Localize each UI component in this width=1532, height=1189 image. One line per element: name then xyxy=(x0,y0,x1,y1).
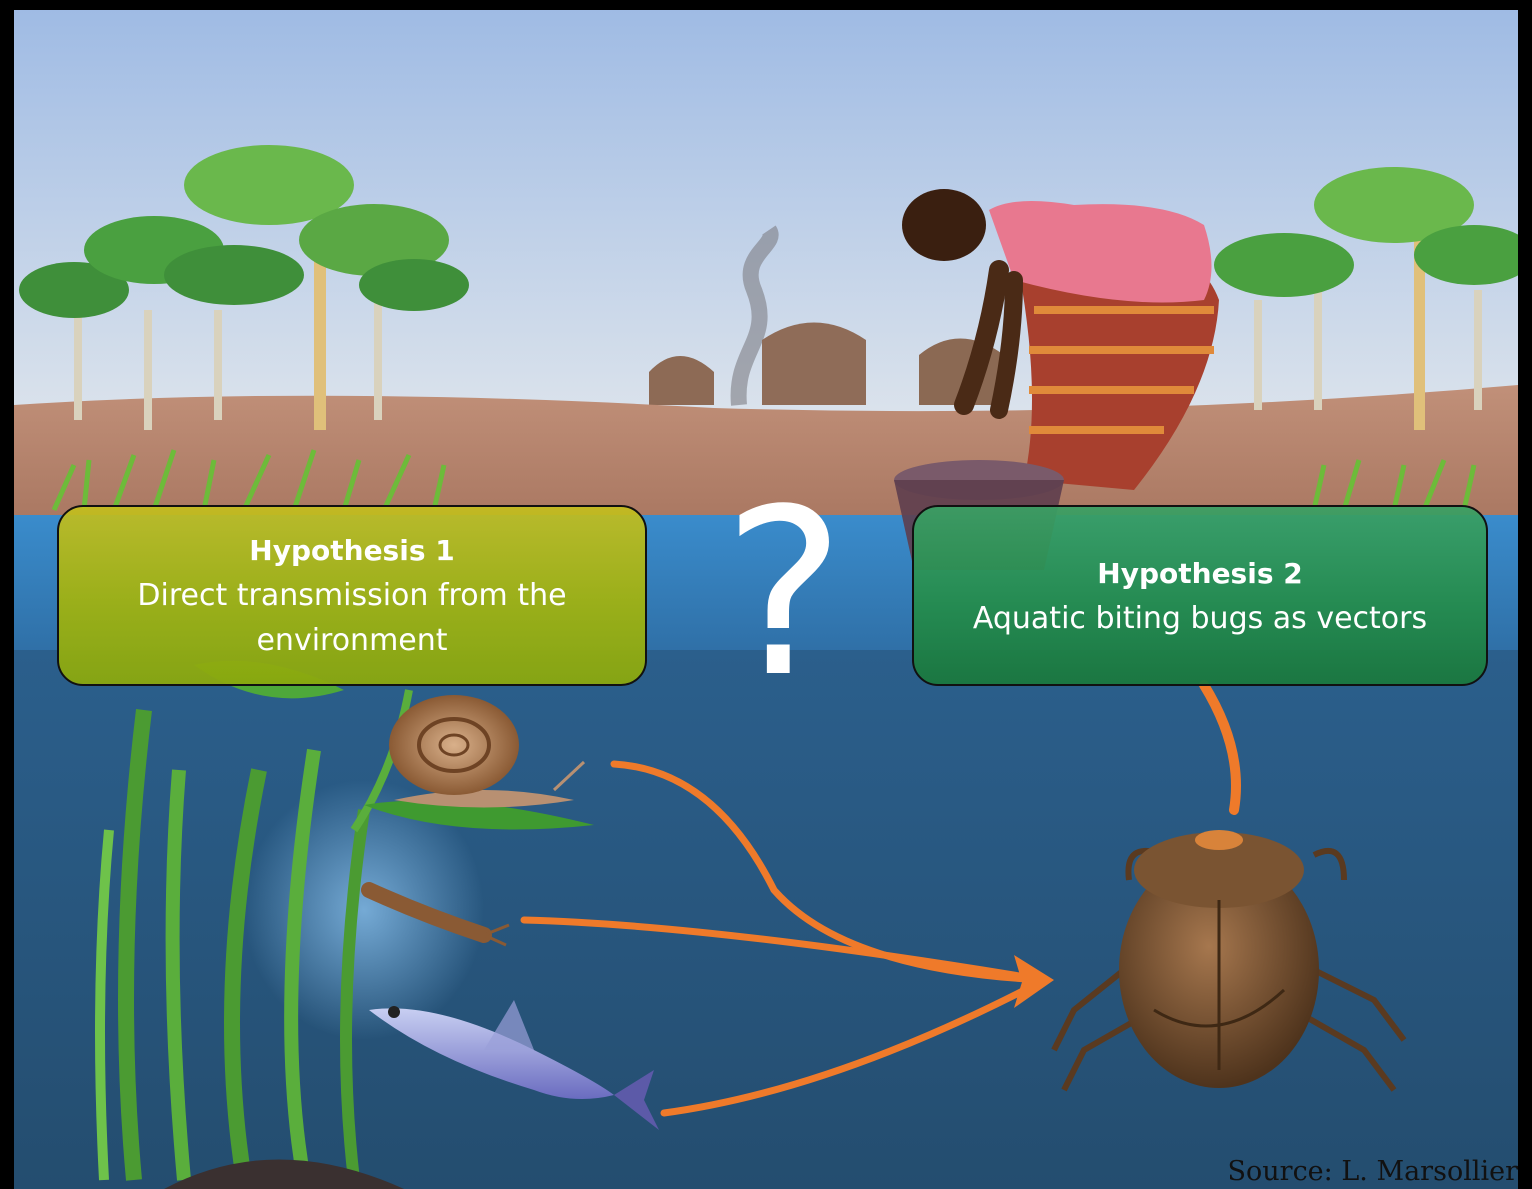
hypothesis-1-text-line2: environment xyxy=(256,618,447,663)
hypothesis-2-title: Hypothesis 2 xyxy=(1097,551,1302,596)
source-credit: Source: L. Marsollier xyxy=(1228,1156,1518,1187)
hypothesis-2-text: Aquatic biting bugs as vectors xyxy=(973,596,1427,641)
hypothesis-2-box: Hypothesis 2 Aquatic biting bugs as vect… xyxy=(912,505,1488,686)
question-mark: ? xyxy=(719,480,849,710)
pond-scene: Hypothesis 1 Direct transmission from th… xyxy=(14,10,1518,1189)
hypothesis-1-text-line1: Direct transmission from the xyxy=(137,573,566,618)
hypothesis-1-box: Hypothesis 1 Direct transmission from th… xyxy=(57,505,647,686)
hypothesis-1-title: Hypothesis 1 xyxy=(249,528,454,573)
